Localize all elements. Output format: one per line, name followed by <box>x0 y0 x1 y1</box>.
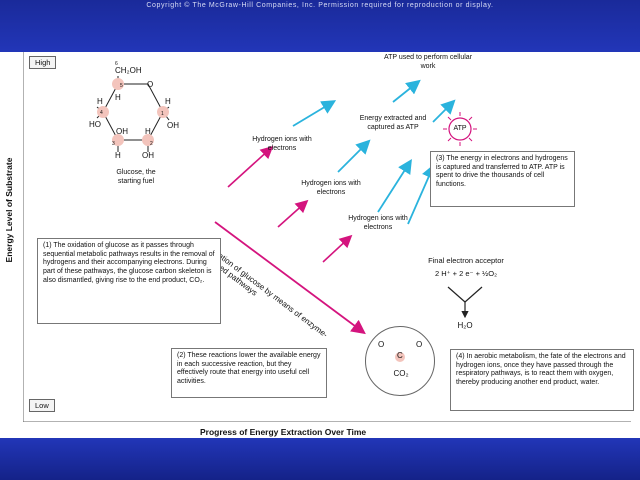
diagram-frame: High Low 6 CH₂OH 5 O H H 4 HO OH 3 H H 1… <box>23 52 634 422</box>
atom-oh1: OH <box>167 121 179 130</box>
atom-highlight <box>157 106 169 118</box>
cyan-arrow-3 <box>377 158 412 213</box>
atom-highlight <box>395 352 405 362</box>
note-3: (3) The energy in electrons and hydrogen… <box>430 151 575 207</box>
branch-arrow-3 <box>322 234 353 263</box>
atom-oh3: OH <box>116 127 128 136</box>
acceptor-bond-right <box>464 286 483 303</box>
top-band <box>0 0 640 52</box>
atom-highlight <box>112 78 124 90</box>
atom-h2: H <box>145 127 151 136</box>
branch-arrow-2 <box>277 199 309 228</box>
low-label: Low <box>29 399 55 412</box>
branch-arrow-1 <box>227 145 274 188</box>
oxidation-arrow <box>214 221 366 335</box>
cyan-arrow-6 <box>432 99 456 123</box>
acceptor-equation: 2 H⁺ + 2 e⁻ + ½O₂ <box>434 269 498 278</box>
glucose-ring <box>102 83 164 141</box>
atom-o: O <box>147 80 154 89</box>
co2-c: C <box>397 351 403 360</box>
note-4: (4) In aerobic metabolism, the fate of t… <box>450 349 634 411</box>
note-1: (1) The oxidation of glucose as it passe… <box>37 238 221 324</box>
atom-c2: 2 <box>150 141 153 147</box>
co2-o-left: O <box>378 340 385 349</box>
atom-c1: 1 <box>161 111 164 117</box>
atp-burst <box>443 112 477 146</box>
co2-formula: CO₂ <box>393 369 409 378</box>
atom-highlight <box>97 106 109 118</box>
atom-c6: 6 <box>115 61 118 67</box>
cyan-arrow-2 <box>337 139 371 173</box>
diagram-lines <box>23 52 631 422</box>
atom-highlight <box>142 134 154 146</box>
energy-extracted-label: Energy extracted and captured as ATP <box>359 115 427 131</box>
atom-oh2: OH <box>142 151 154 160</box>
hydrogen-label-3: Hydrogen ions with electrons <box>348 215 408 231</box>
cyan-arrow-4 <box>407 163 436 225</box>
atom-h4: H <box>97 97 103 106</box>
acceptor-title: Final electron acceptor <box>428 256 504 265</box>
atp-label: ATP <box>453 125 467 132</box>
atom-ch2oh: CH₂OH <box>115 66 142 75</box>
acceptor-bond-left <box>447 286 466 303</box>
atom-highlight <box>112 134 124 146</box>
acceptor-product: H₂O <box>457 321 473 330</box>
atom-h3: H <box>115 151 121 160</box>
high-label: High <box>29 56 57 69</box>
glucose-caption: Glucose, the starting fuel <box>116 169 156 185</box>
atom-c5: 5 <box>120 83 123 89</box>
atom-h5: H <box>115 93 121 102</box>
atom-h1: H <box>165 97 171 106</box>
cyan-arrow-1 <box>292 100 337 127</box>
y-axis-label: Energy Level of Substrate <box>4 157 14 263</box>
note-2: (2) These reactions lower the available … <box>171 348 327 398</box>
atom-ho: HO <box>89 120 101 129</box>
copyright-text: Copyright © The McGraw-Hill Companies, I… <box>146 2 494 9</box>
atp-used-label: ATP used to perform cellular work <box>383 54 473 70</box>
atom-c3: 3 <box>112 141 115 147</box>
hydrogen-label-1: Hydrogen ions with electrons <box>252 136 312 152</box>
hydrogen-label-2: Hydrogen ions with electrons <box>301 180 361 196</box>
x-axis-label: Progress of Energy Extraction Over Time <box>200 427 367 437</box>
bottom-band <box>0 438 640 480</box>
atom-c4: 4 <box>100 110 103 116</box>
co2-o-right: O <box>416 340 423 349</box>
cyan-arrow-5 <box>392 79 421 103</box>
